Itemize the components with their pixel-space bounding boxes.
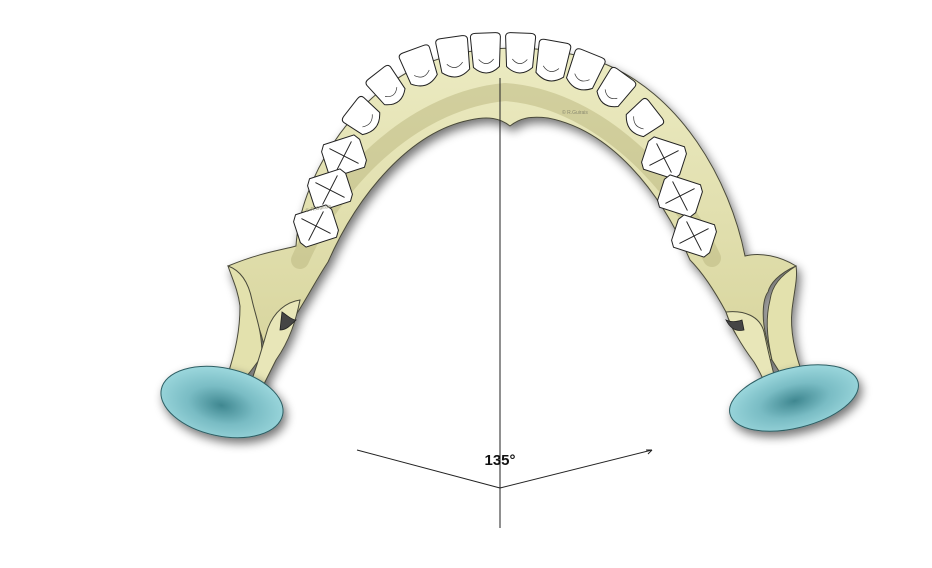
left-angle-ray bbox=[356, 449, 501, 489]
tooth-crown-line bbox=[633, 116, 644, 130]
tooth-crown-line bbox=[512, 58, 528, 64]
right-ray-arrowhead bbox=[646, 449, 653, 455]
tooth-crown-line bbox=[574, 73, 590, 82]
tooth-cross-mark bbox=[315, 175, 345, 205]
tooth-molar-left-3 bbox=[293, 204, 339, 248]
tooth-anterior-7 bbox=[565, 48, 606, 91]
teeth-row bbox=[293, 32, 717, 258]
tooth-crown-line bbox=[414, 69, 430, 78]
tooth-cross-mark bbox=[649, 143, 679, 173]
tooth-anterior-6 bbox=[535, 38, 572, 82]
right-angle-ray bbox=[499, 449, 653, 489]
tooth-cross-mark bbox=[329, 141, 359, 171]
angle-measurement bbox=[356, 78, 653, 528]
left-condyle bbox=[160, 365, 284, 439]
signature-right: © R.Guirais bbox=[562, 109, 588, 116]
tooth-anterior-1 bbox=[365, 64, 406, 106]
tooth-molar-right-3 bbox=[671, 214, 717, 258]
tooth-crown-line bbox=[446, 61, 463, 68]
tooth-anterior-8 bbox=[596, 66, 637, 108]
tooth-anterior-4 bbox=[469, 32, 501, 74]
left-mandibular-notch bbox=[279, 311, 297, 331]
tooth-anterior-3 bbox=[435, 35, 471, 78]
tooth-cross-mark bbox=[665, 181, 695, 211]
tooth-anterior-5 bbox=[505, 32, 537, 74]
tooth-premolar-left bbox=[341, 95, 381, 136]
tooth-anterior-2 bbox=[398, 44, 438, 87]
tooth-molar-left-2 bbox=[307, 168, 353, 212]
tooth-cross-mark bbox=[679, 221, 709, 251]
tooth-crown-line bbox=[362, 114, 373, 128]
tooth-premolar-right bbox=[625, 97, 665, 138]
tooth-molar-left-1 bbox=[321, 134, 367, 178]
tooth-crown-line bbox=[604, 89, 618, 99]
right-mandibular-notch bbox=[725, 319, 745, 331]
tooth-crown-line bbox=[542, 65, 560, 72]
tooth-cross-mark bbox=[301, 211, 331, 241]
tooth-crown-line bbox=[384, 87, 398, 97]
tooth-crown-line bbox=[478, 58, 494, 64]
signature-left: © R.Guirais bbox=[305, 202, 332, 213]
angle-label: 135° bbox=[484, 452, 515, 469]
right-condyle bbox=[729, 364, 859, 432]
